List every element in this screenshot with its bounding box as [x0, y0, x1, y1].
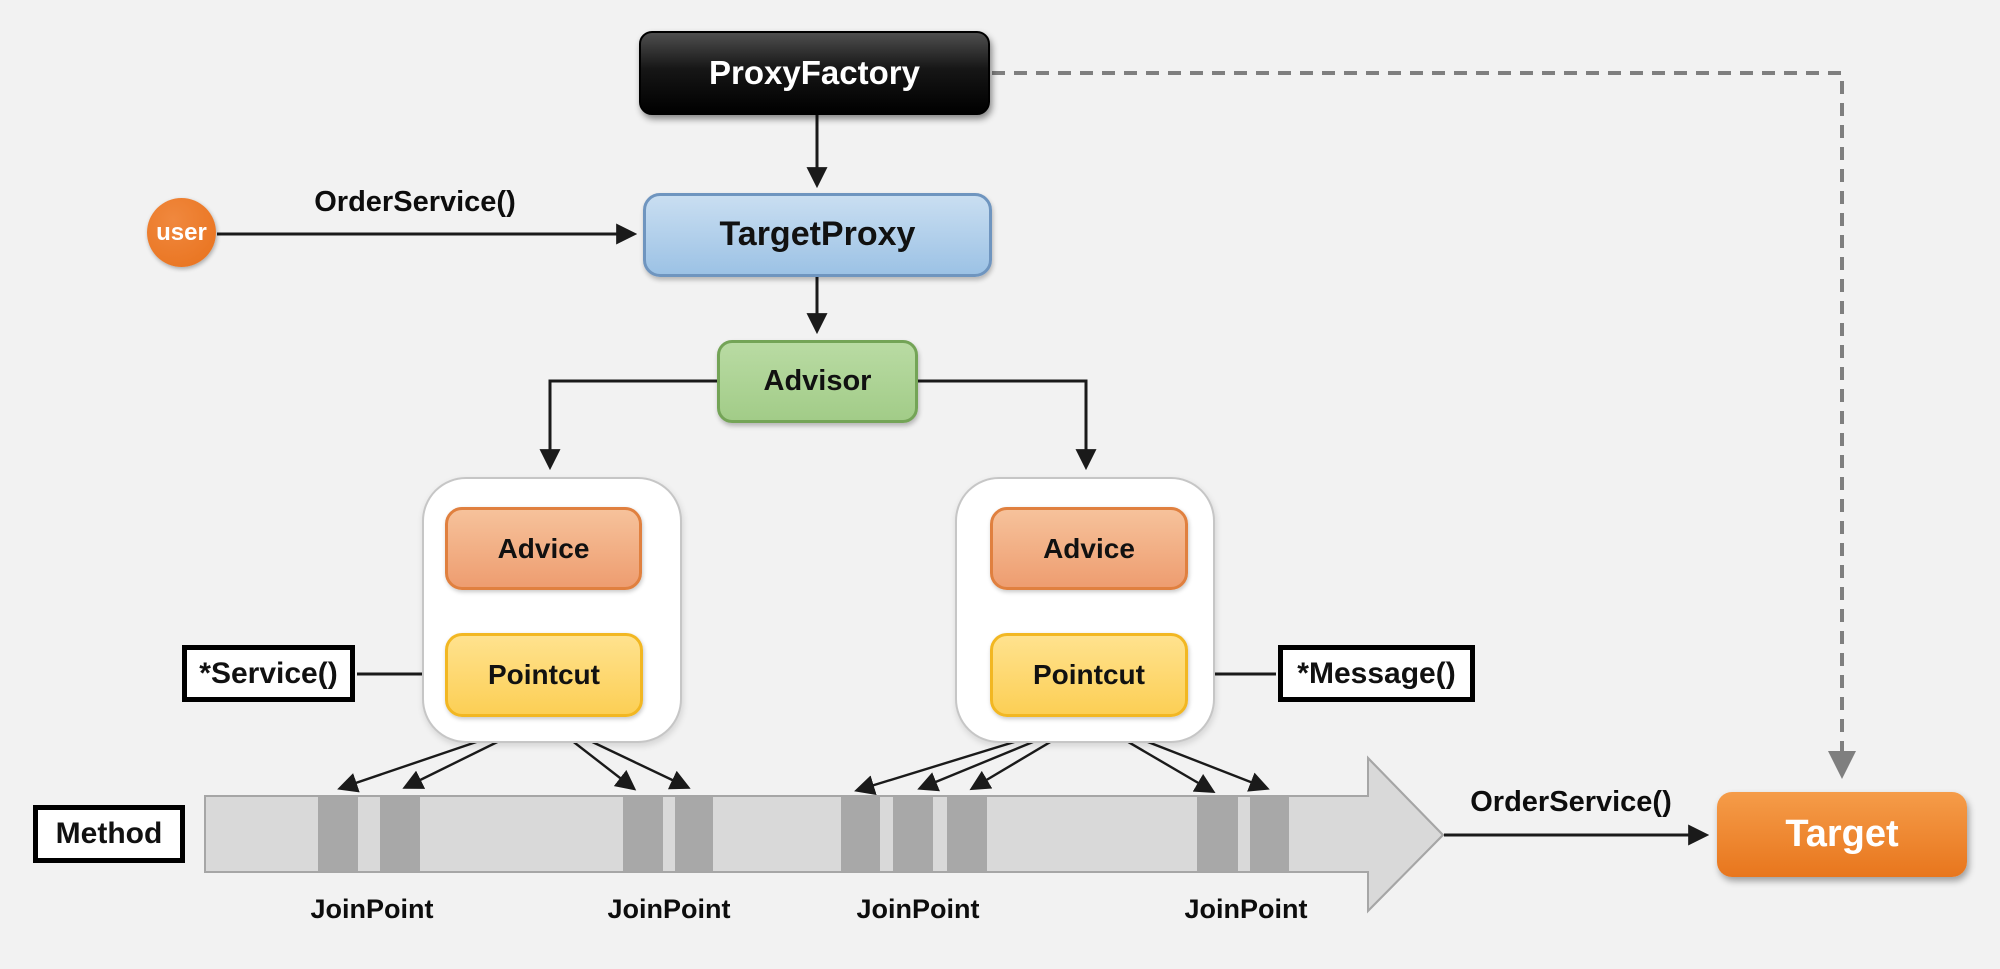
joinpoint-bar	[380, 797, 420, 871]
joinpoint-bar	[893, 797, 933, 871]
order-service-user-call-label: OrderService()	[314, 186, 516, 218]
advice-node-left: Advice	[445, 507, 642, 590]
pointcut-node-right: Pointcut	[990, 633, 1188, 717]
arrow-advisor-left-aspect	[539, 379, 717, 471]
pointcut-label: Pointcut	[1033, 659, 1145, 691]
pointcut-node-left: Pointcut	[445, 633, 643, 717]
order-service-target-call-label: OrderService()	[1470, 786, 1672, 818]
joinpoint-bar	[947, 797, 987, 871]
advisor-node: Advisor	[717, 340, 918, 423]
targetproxy-label: TargetProxy	[719, 215, 916, 254]
method-label: Method	[55, 817, 163, 851]
joinpoint-bar	[841, 797, 880, 871]
joinpoint-label-2: JoinPoint	[607, 894, 731, 924]
advice-node-right: Advice	[990, 507, 1188, 590]
joinpoint-bar	[675, 797, 713, 871]
pointcut-label: Pointcut	[488, 659, 600, 691]
joinpoint-bars	[318, 797, 1289, 871]
targetproxy-node: TargetProxy	[643, 193, 992, 277]
joinpoint-label-3: JoinPoint	[856, 894, 980, 924]
target-node: Target	[1717, 792, 1967, 877]
user-label: user	[156, 218, 207, 246]
joinpoint-bar	[1197, 797, 1238, 871]
method-box: Method	[33, 805, 185, 863]
joinpoint-bar	[1250, 797, 1289, 871]
service-pointcut-expression: *Service()	[199, 656, 338, 690]
joinpoint-bar	[623, 797, 663, 871]
method-flow-arrow-outline	[204, 755, 1445, 914]
target-label: Target	[1785, 812, 1899, 855]
advice-label: Advice	[1043, 532, 1135, 564]
joinpoint-label-4: JoinPoint	[1184, 894, 1308, 924]
service-pointcut-expression-box: *Service()	[182, 645, 355, 702]
arrow-advisor-right-aspect	[918, 379, 1097, 471]
message-pointcut-expression: *Message()	[1297, 656, 1456, 690]
joinpoint-label-1: JoinPoint	[310, 894, 434, 924]
proxyfactory-label: ProxyFactory	[709, 53, 920, 91]
advisor-label: Advisor	[763, 365, 872, 398]
joinpoint-bar	[318, 797, 358, 871]
user-node: user	[147, 198, 216, 267]
message-pointcut-expression-box: *Message()	[1278, 645, 1475, 702]
proxyfactory-node: ProxyFactory	[639, 31, 990, 115]
advice-label: Advice	[497, 532, 590, 564]
